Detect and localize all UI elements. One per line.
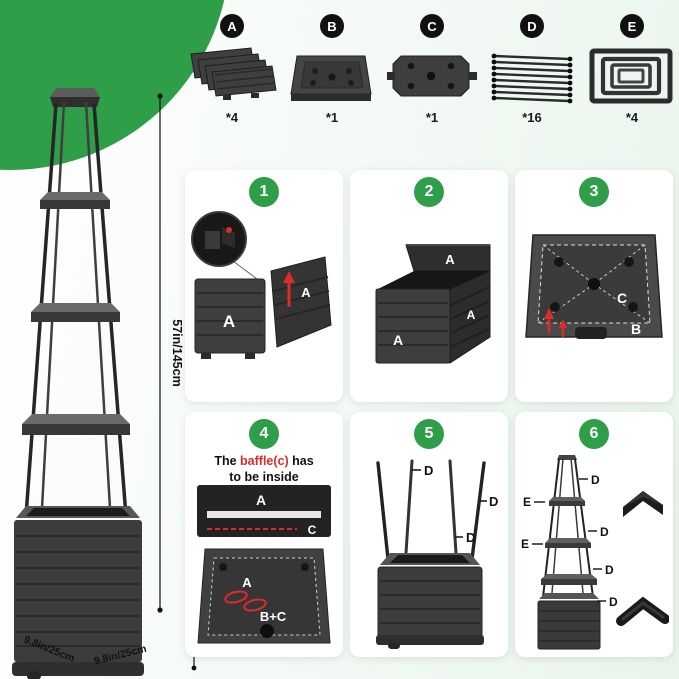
box-interior: [378, 271, 490, 289]
frame-set-icon: [589, 48, 673, 104]
dimension-total-height: 57in/145cm: [157, 93, 184, 613]
part-a: A *4: [185, 14, 279, 125]
label-d: D: [466, 530, 475, 545]
part-d: D *16: [485, 14, 579, 125]
part-d-qty: *16: [522, 110, 542, 125]
part-a-qty: *4: [225, 110, 239, 125]
label-e: E: [523, 495, 531, 509]
step-number-badge: 1: [249, 177, 279, 207]
label-c: C: [308, 523, 317, 537]
part-letter-badge: E: [620, 14, 644, 38]
parts-list: A *4: [185, 14, 679, 125]
label-d: D: [609, 595, 618, 609]
step-card-6: 6 D E D E: [515, 412, 673, 657]
step-number-badge: 4: [249, 419, 279, 449]
part-letter-badge: A: [220, 14, 244, 38]
step-6-illustration: D E D E D D: [521, 455, 669, 650]
box-front-panel: [375, 288, 451, 364]
part-letter-badge: B: [320, 14, 344, 38]
planter-box: [14, 520, 142, 662]
step-card-1: 1 A A: [185, 170, 343, 402]
red-arrows: [544, 308, 567, 337]
label-a: A: [445, 252, 455, 267]
part-d-image: [485, 44, 579, 108]
part-a-image: [185, 44, 279, 108]
mini-tower-cap: [557, 455, 577, 460]
label-a: A: [256, 492, 266, 508]
planter-tray: [12, 662, 144, 676]
step-card-4: 4 The baffle(c) has to be inside A C A B…: [185, 412, 343, 657]
label-a: A: [393, 332, 403, 348]
label-b: B: [631, 321, 641, 337]
part-b-image: [285, 44, 379, 108]
tower-frame: [31, 303, 120, 312]
label-a: A: [242, 575, 252, 590]
drainage-plug: [27, 671, 41, 679]
total-height-label: 57in/145cm: [170, 319, 184, 386]
part-letter-badge: D: [520, 14, 544, 38]
part-c-qty: *1: [425, 110, 439, 125]
tray-handle-notch: [575, 327, 607, 339]
step-4-note: The baffle(c) has to be inside: [214, 454, 314, 484]
tower-illustration: 57in/145cm 9.8in/25cm 9.8in/25cm 9.8in/2…: [12, 88, 214, 679]
step-card-5: 5 D D D: [350, 412, 508, 657]
step-1-illustration: A A: [191, 211, 332, 359]
part-b: B *1: [285, 14, 379, 125]
part-e-image: [585, 44, 679, 108]
rod-bundle-icon: [491, 53, 573, 104]
label-d: D: [605, 563, 614, 577]
step-4-illustration: A C A B+C: [197, 485, 331, 644]
step-number-badge: 2: [414, 177, 444, 207]
baffle-highlight: baffle(c): [240, 454, 289, 468]
label-e: E: [521, 537, 529, 551]
step-3-illustration: C B: [525, 234, 663, 339]
part-e-qty: *4: [625, 110, 639, 125]
part-c-image: [385, 44, 479, 108]
part-b-qty: *1: [325, 110, 339, 125]
panel-a-side: [270, 256, 332, 348]
step-card-2: 2 A A A: [350, 170, 508, 402]
step-number-badge: 6: [579, 419, 609, 449]
planter-box: [377, 566, 483, 640]
tray-icon: [290, 55, 372, 101]
label-d: D: [489, 494, 498, 509]
step-5-illustration: D D D: [376, 459, 498, 649]
label-c: C: [617, 290, 627, 306]
box-right-panel: [449, 270, 491, 364]
step-number-badge: 5: [414, 419, 444, 449]
label-d: D: [591, 473, 600, 487]
label-a: A: [301, 285, 311, 300]
baffle-plate-icon: [387, 55, 477, 97]
mini-planter-box: [537, 600, 601, 650]
part-c: C *1: [385, 14, 479, 125]
label-a: A: [467, 308, 476, 322]
step-2-illustration: A A A: [375, 244, 491, 364]
label-a: A: [223, 312, 235, 331]
step-number-badge: 3: [579, 177, 609, 207]
corner-connector-detail: [623, 491, 663, 517]
label-d: D: [424, 463, 433, 478]
step-card-3: 3 C B: [515, 170, 673, 402]
panel-stack-icon: [190, 47, 277, 100]
part-e: E *4: [585, 14, 679, 125]
label-d: D: [600, 525, 609, 539]
tower-top-cap: [50, 88, 100, 97]
tower-frame: [22, 414, 130, 424]
part-letter-badge: C: [420, 14, 444, 38]
label-b-plus-c: B+C: [260, 609, 287, 624]
tower-illustration-area: 57in/145cm 9.8in/25cm 9.8in/25cm 9.8in/2…: [0, 80, 230, 679]
tower-frame: [40, 192, 110, 200]
